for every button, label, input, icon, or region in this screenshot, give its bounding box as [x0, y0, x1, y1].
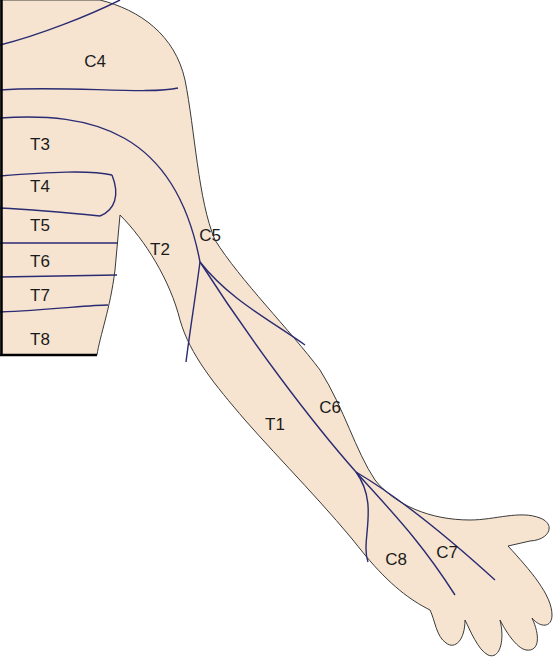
dermatome-label: C4 [84, 52, 106, 72]
dermatome-label: T7 [30, 286, 50, 306]
dermatome-label: C8 [385, 550, 407, 570]
dermatome-label: T6 [30, 252, 50, 272]
dermatome-label: T8 [30, 330, 50, 350]
dermatome-label: C5 [199, 226, 221, 246]
dermatome-label: T5 [30, 216, 50, 236]
dermatome-boundaries [0, 0, 495, 595]
body-silhouette [0, 0, 552, 656]
cut-edge [0, 0, 97, 356]
dermatome-label: C7 [436, 543, 458, 563]
dermatome-label: T1 [265, 415, 285, 435]
dermatome-label: C6 [319, 398, 341, 418]
dermatome-label: T4 [30, 177, 50, 197]
dermatome-label: T2 [150, 240, 170, 260]
dermatome-label: T3 [30, 135, 50, 155]
